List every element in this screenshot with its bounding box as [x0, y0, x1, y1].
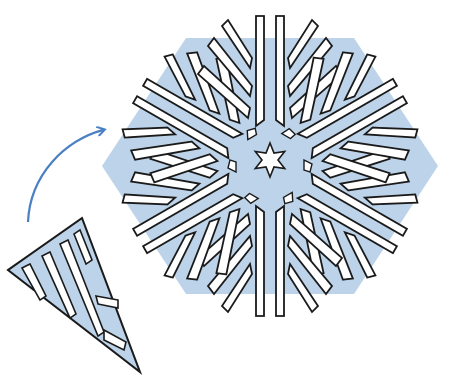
- unfold-arrow: [28, 130, 103, 222]
- cut-channel: [276, 16, 284, 126]
- snowflake: [102, 12, 438, 316]
- cut-channel: [276, 206, 284, 316]
- cut-channel: [256, 206, 264, 316]
- cut-channel: [256, 16, 264, 126]
- folded-paper-wedge: [8, 218, 140, 372]
